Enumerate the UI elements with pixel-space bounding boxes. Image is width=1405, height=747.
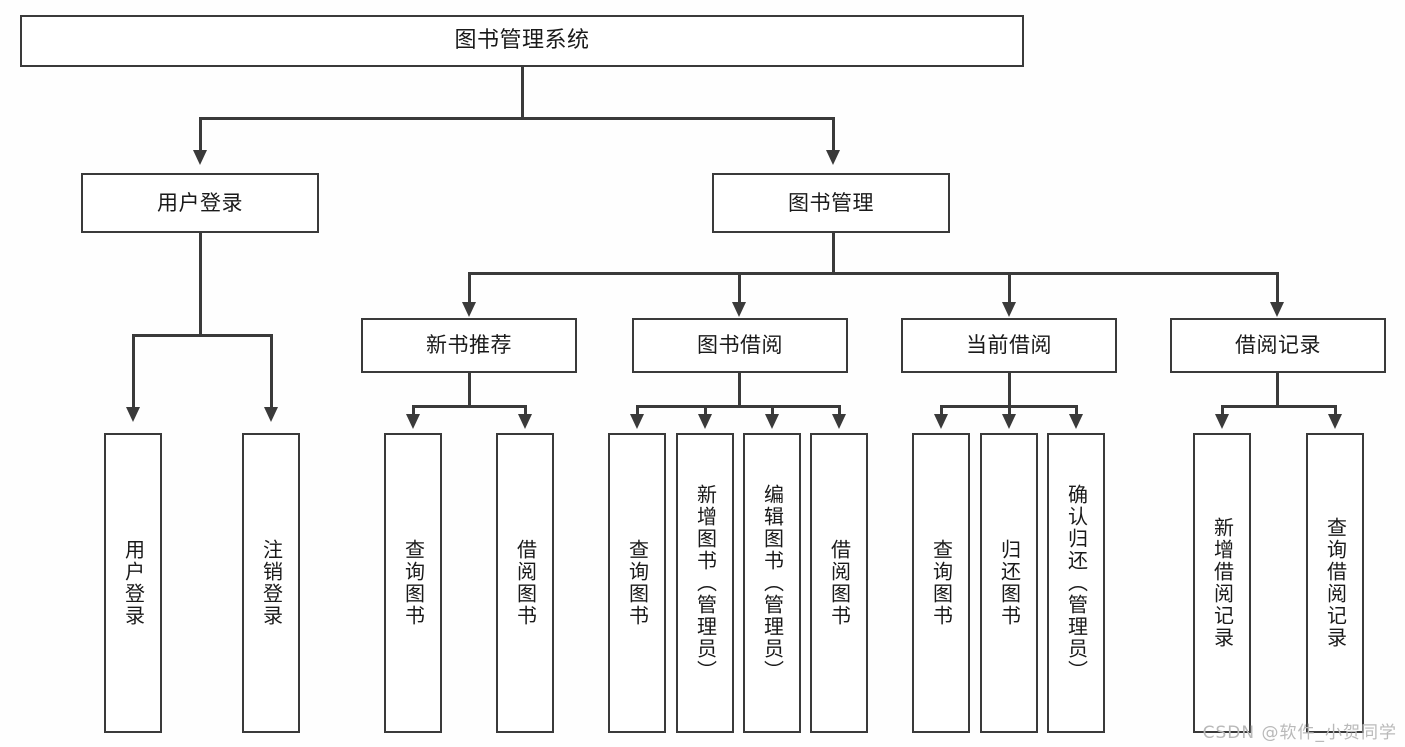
arrowhead-bm-to-book-borrow bbox=[732, 302, 746, 317]
leaf-add-book-admin[interactable]: 新增图书（管理员） bbox=[676, 433, 734, 733]
connector-user-login-stem bbox=[199, 233, 202, 334]
node-label: 新增图书（管理员） bbox=[693, 484, 718, 682]
connector-bm-to-new-book bbox=[468, 272, 471, 304]
node-label: 查询借阅记录 bbox=[1323, 517, 1348, 649]
arrowhead-root-to-book-manage bbox=[826, 150, 840, 165]
connector-book-borrow-stem bbox=[738, 373, 741, 405]
connector-cb-to-leaf-1 bbox=[940, 405, 943, 417]
arrowhead-br-leaf-1 bbox=[1215, 414, 1229, 429]
node-book-management[interactable]: 图书管理 bbox=[712, 173, 950, 233]
arrowhead-cb-leaf-3 bbox=[1069, 414, 1083, 429]
arrowhead-cb-leaf-1 bbox=[934, 414, 948, 429]
connector-bm-to-current-borrow bbox=[1008, 272, 1011, 304]
connector-book-management-stem bbox=[832, 233, 835, 272]
connector-root-stem bbox=[521, 67, 524, 117]
leaf-query-book-recommend[interactable]: 查询图书 bbox=[384, 433, 442, 733]
arrowhead-cb-leaf-2 bbox=[1002, 414, 1016, 429]
node-label: 图书管理系统 bbox=[454, 28, 590, 54]
leaf-query-borrow-record[interactable]: 查询借阅记录 bbox=[1306, 433, 1364, 733]
arrowhead-bm-to-new-book bbox=[462, 302, 476, 317]
arrowhead-bb-leaf-1 bbox=[630, 414, 644, 429]
connector-bb-to-leaf-4 bbox=[838, 405, 841, 417]
arrowhead-user-login-leaf-1 bbox=[126, 407, 140, 422]
node-label: 图书管理 bbox=[788, 190, 874, 215]
connector-cb-to-leaf-3 bbox=[1075, 405, 1078, 417]
connector-bb-to-leaf-2 bbox=[704, 405, 707, 417]
arrowhead-nb-leaf-2 bbox=[518, 414, 532, 429]
connector-nb-to-leaf-2 bbox=[524, 405, 527, 417]
node-label: 查询图书 bbox=[929, 539, 954, 627]
node-label: 查询图书 bbox=[401, 539, 426, 627]
connector-user-login-to-leaf-1 bbox=[132, 334, 135, 409]
node-label: 确认归还（管理员） bbox=[1064, 484, 1089, 682]
node-label: 新书推荐 bbox=[426, 333, 512, 358]
leaf-logout[interactable]: 注销登录 bbox=[242, 433, 300, 733]
node-label: 图书借阅 bbox=[697, 333, 783, 358]
leaf-borrow-book-recommend[interactable]: 借阅图书 bbox=[496, 433, 554, 733]
connector-bb-to-leaf-3 bbox=[771, 405, 774, 417]
arrowhead-bm-to-current-borrow bbox=[1002, 302, 1016, 317]
connector-new-book-bus bbox=[413, 405, 526, 408]
connector-borrow-record-stem bbox=[1276, 373, 1279, 405]
leaf-borrow-book[interactable]: 借阅图书 bbox=[810, 433, 868, 733]
connector-user-login-bus bbox=[133, 334, 273, 337]
node-borrow-record[interactable]: 借阅记录 bbox=[1170, 318, 1386, 373]
leaf-edit-book-admin[interactable]: 编辑图书（管理员） bbox=[743, 433, 801, 733]
connector-book-management-bus bbox=[469, 272, 1277, 275]
arrowhead-bm-to-borrow-record bbox=[1270, 302, 1284, 317]
node-new-book-recommend[interactable]: 新书推荐 bbox=[361, 318, 577, 373]
arrowhead-bb-leaf-2 bbox=[698, 414, 712, 429]
leaf-return-book[interactable]: 归还图书 bbox=[980, 433, 1038, 733]
node-label: 当前借阅 bbox=[966, 333, 1052, 358]
node-label: 借阅记录 bbox=[1235, 333, 1321, 358]
leaf-query-book-borrow[interactable]: 查询图书 bbox=[608, 433, 666, 733]
connector-bm-to-book-borrow bbox=[738, 272, 741, 304]
arrowhead-user-login-leaf-2 bbox=[264, 407, 278, 422]
leaf-add-borrow-record[interactable]: 新增借阅记录 bbox=[1193, 433, 1251, 733]
node-label: 编辑图书（管理员） bbox=[760, 484, 785, 682]
connector-cb-to-leaf-2 bbox=[1008, 405, 1011, 417]
arrowhead-bb-leaf-4 bbox=[832, 414, 846, 429]
connector-nb-to-leaf-1 bbox=[412, 405, 415, 417]
node-label: 新增借阅记录 bbox=[1210, 517, 1235, 649]
node-label: 归还图书 bbox=[997, 539, 1022, 627]
connector-bm-to-borrow-record bbox=[1276, 272, 1279, 304]
connector-borrow-record-bus bbox=[1222, 405, 1336, 408]
arrowhead-bb-leaf-3 bbox=[765, 414, 779, 429]
connector-br-to-leaf-2 bbox=[1334, 405, 1337, 417]
node-label: 借阅图书 bbox=[513, 539, 538, 627]
leaf-confirm-return-admin[interactable]: 确认归还（管理员） bbox=[1047, 433, 1105, 733]
node-label: 注销登录 bbox=[259, 539, 284, 627]
connector-book-borrow-bus bbox=[637, 405, 840, 408]
node-label: 用户登录 bbox=[121, 539, 146, 627]
connector-root-bus bbox=[200, 117, 834, 120]
node-label: 查询图书 bbox=[625, 539, 650, 627]
node-label: 用户登录 bbox=[157, 190, 243, 215]
arrowhead-br-leaf-2 bbox=[1328, 414, 1342, 429]
leaf-user-login[interactable]: 用户登录 bbox=[104, 433, 162, 733]
connector-root-to-user-login bbox=[199, 117, 202, 152]
arrowhead-nb-leaf-1 bbox=[406, 414, 420, 429]
node-root-system[interactable]: 图书管理系统 bbox=[20, 15, 1024, 67]
node-current-borrow[interactable]: 当前借阅 bbox=[901, 318, 1117, 373]
connector-root-to-book-manage bbox=[832, 117, 835, 152]
node-book-borrow[interactable]: 图书借阅 bbox=[632, 318, 848, 373]
connector-bb-to-leaf-1 bbox=[636, 405, 639, 417]
connector-current-borrow-stem bbox=[1008, 373, 1011, 405]
arrowhead-root-to-user-login bbox=[193, 150, 207, 165]
connector-user-login-to-leaf-2 bbox=[270, 334, 273, 409]
connector-br-to-leaf-1 bbox=[1221, 405, 1224, 417]
node-label: 借阅图书 bbox=[827, 539, 852, 627]
node-user-login[interactable]: 用户登录 bbox=[81, 173, 319, 233]
leaf-query-book-current[interactable]: 查询图书 bbox=[912, 433, 970, 733]
csdn-watermark: CSDN @软件_小贺同学 bbox=[1202, 723, 1397, 743]
connector-new-book-stem bbox=[468, 373, 471, 405]
